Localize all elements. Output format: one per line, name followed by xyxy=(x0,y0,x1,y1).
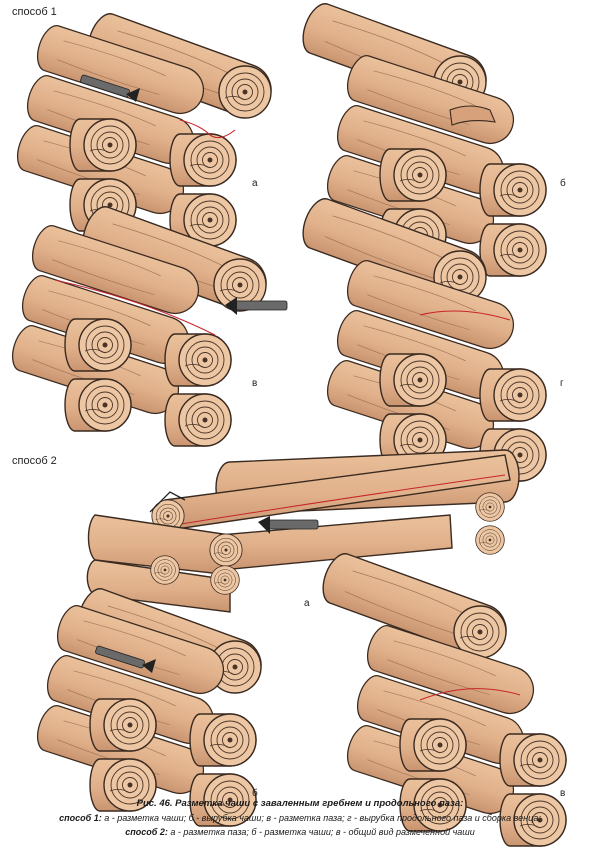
m2-panel-a-drawing xyxy=(86,449,520,613)
section-label-method1: способ 1 xyxy=(12,6,57,18)
panel-label-m2-b: б xyxy=(252,788,258,799)
figure-caption-line2: способ 2: а - разметка паза; б - разметк… xyxy=(0,826,600,838)
marking-tool-icon xyxy=(80,74,140,102)
caption-method1-lead: способ 1: xyxy=(59,813,102,823)
m1-panel-v-drawing xyxy=(7,201,288,446)
figure-caption-title: Рис. 46. Разметка чаши с заваленным греб… xyxy=(136,798,464,809)
marking-tool-icon xyxy=(258,516,319,534)
caption-method2-lead: способ 2: xyxy=(125,827,168,837)
panel-label-m1-v: в xyxy=(252,378,258,389)
m1-panel-b-drawing xyxy=(296,0,546,276)
m2-panel-v-drawing xyxy=(316,548,566,846)
m1-panel-a-drawing xyxy=(12,8,280,246)
panel-label-m1-b: б xyxy=(560,178,566,189)
panel-label-m1-a: а xyxy=(252,178,258,189)
section-label-method2: способ 2 xyxy=(12,455,57,467)
m2-panel-b-drawing xyxy=(32,583,270,826)
marking-tool-icon xyxy=(225,297,288,315)
panel-label-m1-g: г xyxy=(560,378,564,389)
figure-caption-line1: способ 1: а - разметка чаши; б - вырубка… xyxy=(0,812,600,824)
panel-label-m2-a: а xyxy=(304,598,310,609)
panel-label-m2-v: в xyxy=(560,788,566,799)
caption-method2-text: а - разметка паза; б - разметка чаши; в … xyxy=(167,827,475,837)
m1-panel-g-drawing xyxy=(296,193,546,481)
marking-tool-icon xyxy=(95,645,156,673)
caption-method1-text: а - разметка чаши; б - вырубка чаши; в -… xyxy=(101,813,541,823)
